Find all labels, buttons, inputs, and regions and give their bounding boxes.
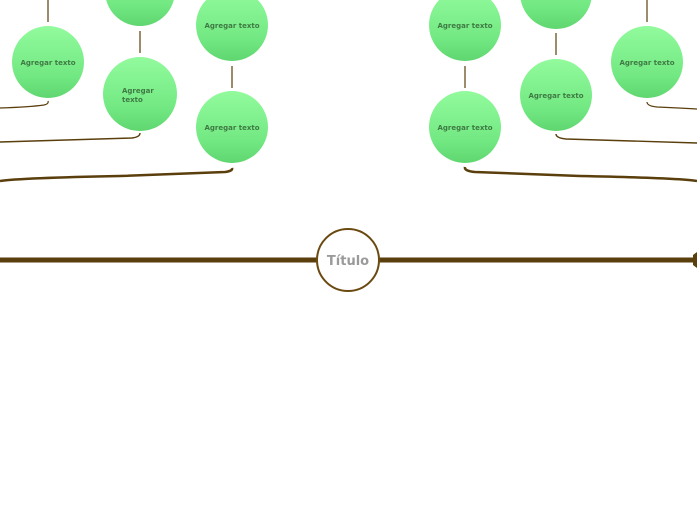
left-bone-mid [0,132,141,143]
node-label: Agregar texto [204,124,259,132]
node-left-outer[interactable]: Agregar texto [12,26,84,98]
node-label: Agregar texto [437,22,492,30]
node-label: Agregar texto [204,22,259,30]
left-bone-major [0,167,234,183]
right-bones [463,0,697,183]
node-right-top-left[interactable]: Agregar texto [429,0,501,61]
right-bone-small [646,101,697,110]
node-left-top-partial[interactable] [105,0,175,26]
title-node[interactable]: Título [316,228,380,292]
node-label: Agregar texto [20,59,75,67]
node-right-inner[interactable]: Agregar texto [429,91,501,163]
node-label: Agregar texto [528,92,583,100]
title-label: Título [327,254,369,269]
main-spine [0,252,697,268]
node-label: Agregar texto [437,124,492,132]
node-label: Agregar texto [619,59,674,67]
node-left-middle[interactable]: Agregar texto [103,57,177,131]
node-label-wrapped: Agregar texto [122,87,156,104]
left-bone-small [0,100,49,109]
node-left-inner[interactable]: Agregar texto [196,91,268,163]
right-bone-major [463,166,697,183]
spine-right-cap [693,252,697,268]
node-right-top-partial[interactable] [520,0,592,29]
right-bone-mid [555,133,697,144]
node-right-middle[interactable]: Agregar texto [520,59,592,131]
node-left-top-right[interactable]: Agregar texto [196,0,268,61]
node-right-outer[interactable]: Agregar texto [611,26,683,98]
left-bones [0,0,234,183]
